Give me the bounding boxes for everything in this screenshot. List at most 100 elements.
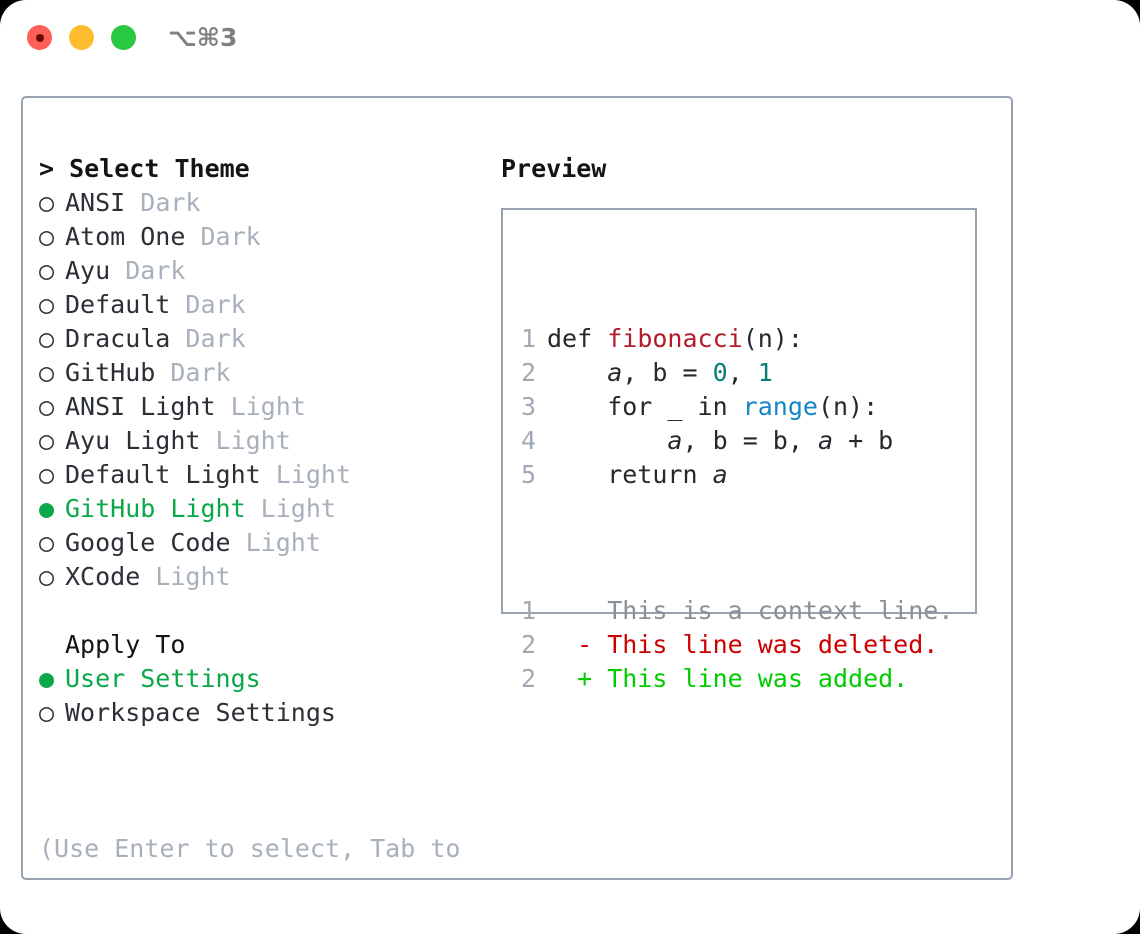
theme-name-label: ANSI xyxy=(65,188,126,217)
window-controls xyxy=(27,25,136,50)
diff-sign: + xyxy=(547,664,593,693)
code-line: 4 a, b = b, a + b xyxy=(521,424,953,458)
keyboard-hint: (Use Enter to select, Tab to change focu… xyxy=(39,764,461,934)
code-token: , b = xyxy=(622,358,713,387)
theme-variant-label: Light xyxy=(245,494,336,523)
radio-unselected-icon: ○ xyxy=(39,358,55,387)
preview-heading: Preview xyxy=(501,154,607,183)
theme-variant-label: Dark xyxy=(125,188,201,217)
theme-variant-label: Light xyxy=(140,562,231,591)
theme-name-label: GitHub Light xyxy=(65,494,246,523)
radio-selected-icon: ● xyxy=(39,664,55,693)
theme-variant-label: Dark xyxy=(110,256,186,285)
radio-unselected-icon: ○ xyxy=(39,256,55,285)
code-token: a xyxy=(667,426,683,455)
theme-list-item[interactable]: ○Google Code Light xyxy=(39,526,499,560)
theme-list-item[interactable]: ○ ANSI Light Light xyxy=(39,390,499,424)
apply-to-item[interactable]: ○Workspace Settings xyxy=(39,696,499,730)
theme-list-item[interactable]: ○ XCode Light xyxy=(39,560,499,594)
theme-variant-label: Dark xyxy=(170,290,246,319)
maximize-window-button[interactable] xyxy=(111,25,136,50)
radio-unselected-icon: ○ xyxy=(39,392,55,421)
theme-list-item[interactable]: ○ GitHub Dark xyxy=(39,356,499,390)
keyboard-shortcut-label: ⌥⌘3 xyxy=(168,23,238,52)
theme-name-label: XCode xyxy=(65,562,141,591)
radio-unselected-icon: ○ xyxy=(39,188,55,217)
line-number: 1 xyxy=(521,324,537,353)
apply-to-list[interactable]: ● User Settings ○Workspace Settings xyxy=(39,662,499,730)
radio-unselected-icon: ○ xyxy=(39,426,55,455)
code-token: (n): xyxy=(742,324,803,353)
theme-name-label: Ayu Light xyxy=(65,426,201,455)
code-token: 1 xyxy=(757,358,773,387)
code-line: 5 return a xyxy=(521,458,953,492)
diff-line-number: 2 xyxy=(521,630,537,659)
diff-text: This line was deleted. xyxy=(592,630,939,659)
theme-name-label: Default Light xyxy=(65,460,261,489)
theme-list[interactable]: ○ANSI Dark○Atom One Dark○Ayu Dark○Defaul… xyxy=(39,186,499,594)
code-token: a xyxy=(712,460,728,489)
theme-list-item[interactable]: ● GitHub Light Light xyxy=(39,492,499,526)
radio-unselected-icon: ○ xyxy=(39,324,55,353)
theme-list-item[interactable]: ○Dracula Dark xyxy=(39,322,499,356)
radio-selected-icon: ● xyxy=(39,494,55,523)
theme-variant-label: Dark xyxy=(170,324,246,353)
line-number: 4 xyxy=(521,426,537,455)
theme-variant-label: Light xyxy=(200,426,291,455)
code-token: def xyxy=(547,324,608,353)
apply-to-heading: Apply To xyxy=(65,630,186,659)
radio-unselected-icon: ○ xyxy=(39,528,55,557)
theme-variant-label: Light xyxy=(215,392,306,421)
theme-name-label: Ayu xyxy=(65,256,111,285)
radio-unselected-icon: ○ xyxy=(39,460,55,489)
code-token: for _ in xyxy=(547,392,743,421)
radio-unselected-icon: ○ xyxy=(39,698,55,727)
theme-list-item[interactable]: ○ Default Light Light xyxy=(39,458,499,492)
apply-to-label: User Settings xyxy=(65,664,261,693)
theme-variant-label: Light xyxy=(260,460,351,489)
main-panel: > Select Theme ○ANSI Dark○Atom One Dark○… xyxy=(21,96,1013,880)
diff-line: 2 + This line was added. xyxy=(521,662,953,696)
apply-to-item[interactable]: ● User Settings xyxy=(39,662,499,696)
diff-text: This is a context line. xyxy=(592,596,954,625)
diff-sign xyxy=(547,596,592,625)
code-token xyxy=(547,358,607,387)
select-theme-heading: > Select Theme xyxy=(39,154,250,183)
theme-list-item[interactable]: ○ Ayu Dark xyxy=(39,254,499,288)
radio-unselected-icon: ○ xyxy=(39,290,55,319)
code-token: return xyxy=(547,460,713,489)
theme-name-label: GitHub xyxy=(65,358,156,387)
line-number: 5 xyxy=(521,460,537,489)
code-token: + b xyxy=(833,426,894,455)
theme-name-label: Atom One xyxy=(65,222,186,251)
minimize-window-button[interactable] xyxy=(69,25,94,50)
title-bar: ⌥⌘3 xyxy=(0,0,1140,78)
theme-variant-label: Dark xyxy=(155,358,231,387)
theme-variant-label: Light xyxy=(230,528,321,557)
diff-sample: 1 This is a context line. 2 - This line w… xyxy=(521,594,953,696)
theme-variant-label: Dark xyxy=(185,222,261,251)
code-token: a xyxy=(817,426,834,455)
code-token: a xyxy=(607,358,623,387)
close-window-button[interactable] xyxy=(27,25,52,50)
theme-list-item[interactable]: ○ ANSI Dark xyxy=(39,186,499,220)
theme-name-label: ANSI Light xyxy=(65,392,216,421)
theme-name-label: Default xyxy=(65,290,171,319)
code-token xyxy=(547,426,667,455)
diff-sign: - xyxy=(547,630,593,659)
code-token: (n): xyxy=(817,392,879,421)
theme-list-item[interactable]: ○ Default Dark xyxy=(39,288,499,322)
line-number: 3 xyxy=(521,392,537,421)
keyboard-hint-line-1: (Use Enter to select, Tab to xyxy=(39,834,461,863)
diff-line-number: 2 xyxy=(521,664,537,693)
code-token: 0 xyxy=(712,358,728,387)
theme-list-item[interactable]: ○ Ayu Light Light xyxy=(39,424,499,458)
code-token: range xyxy=(742,392,818,421)
diff-line-number: 1 xyxy=(521,596,537,625)
theme-list-item[interactable]: ○Atom One Dark xyxy=(39,220,499,254)
radio-unselected-icon: ○ xyxy=(39,562,55,591)
